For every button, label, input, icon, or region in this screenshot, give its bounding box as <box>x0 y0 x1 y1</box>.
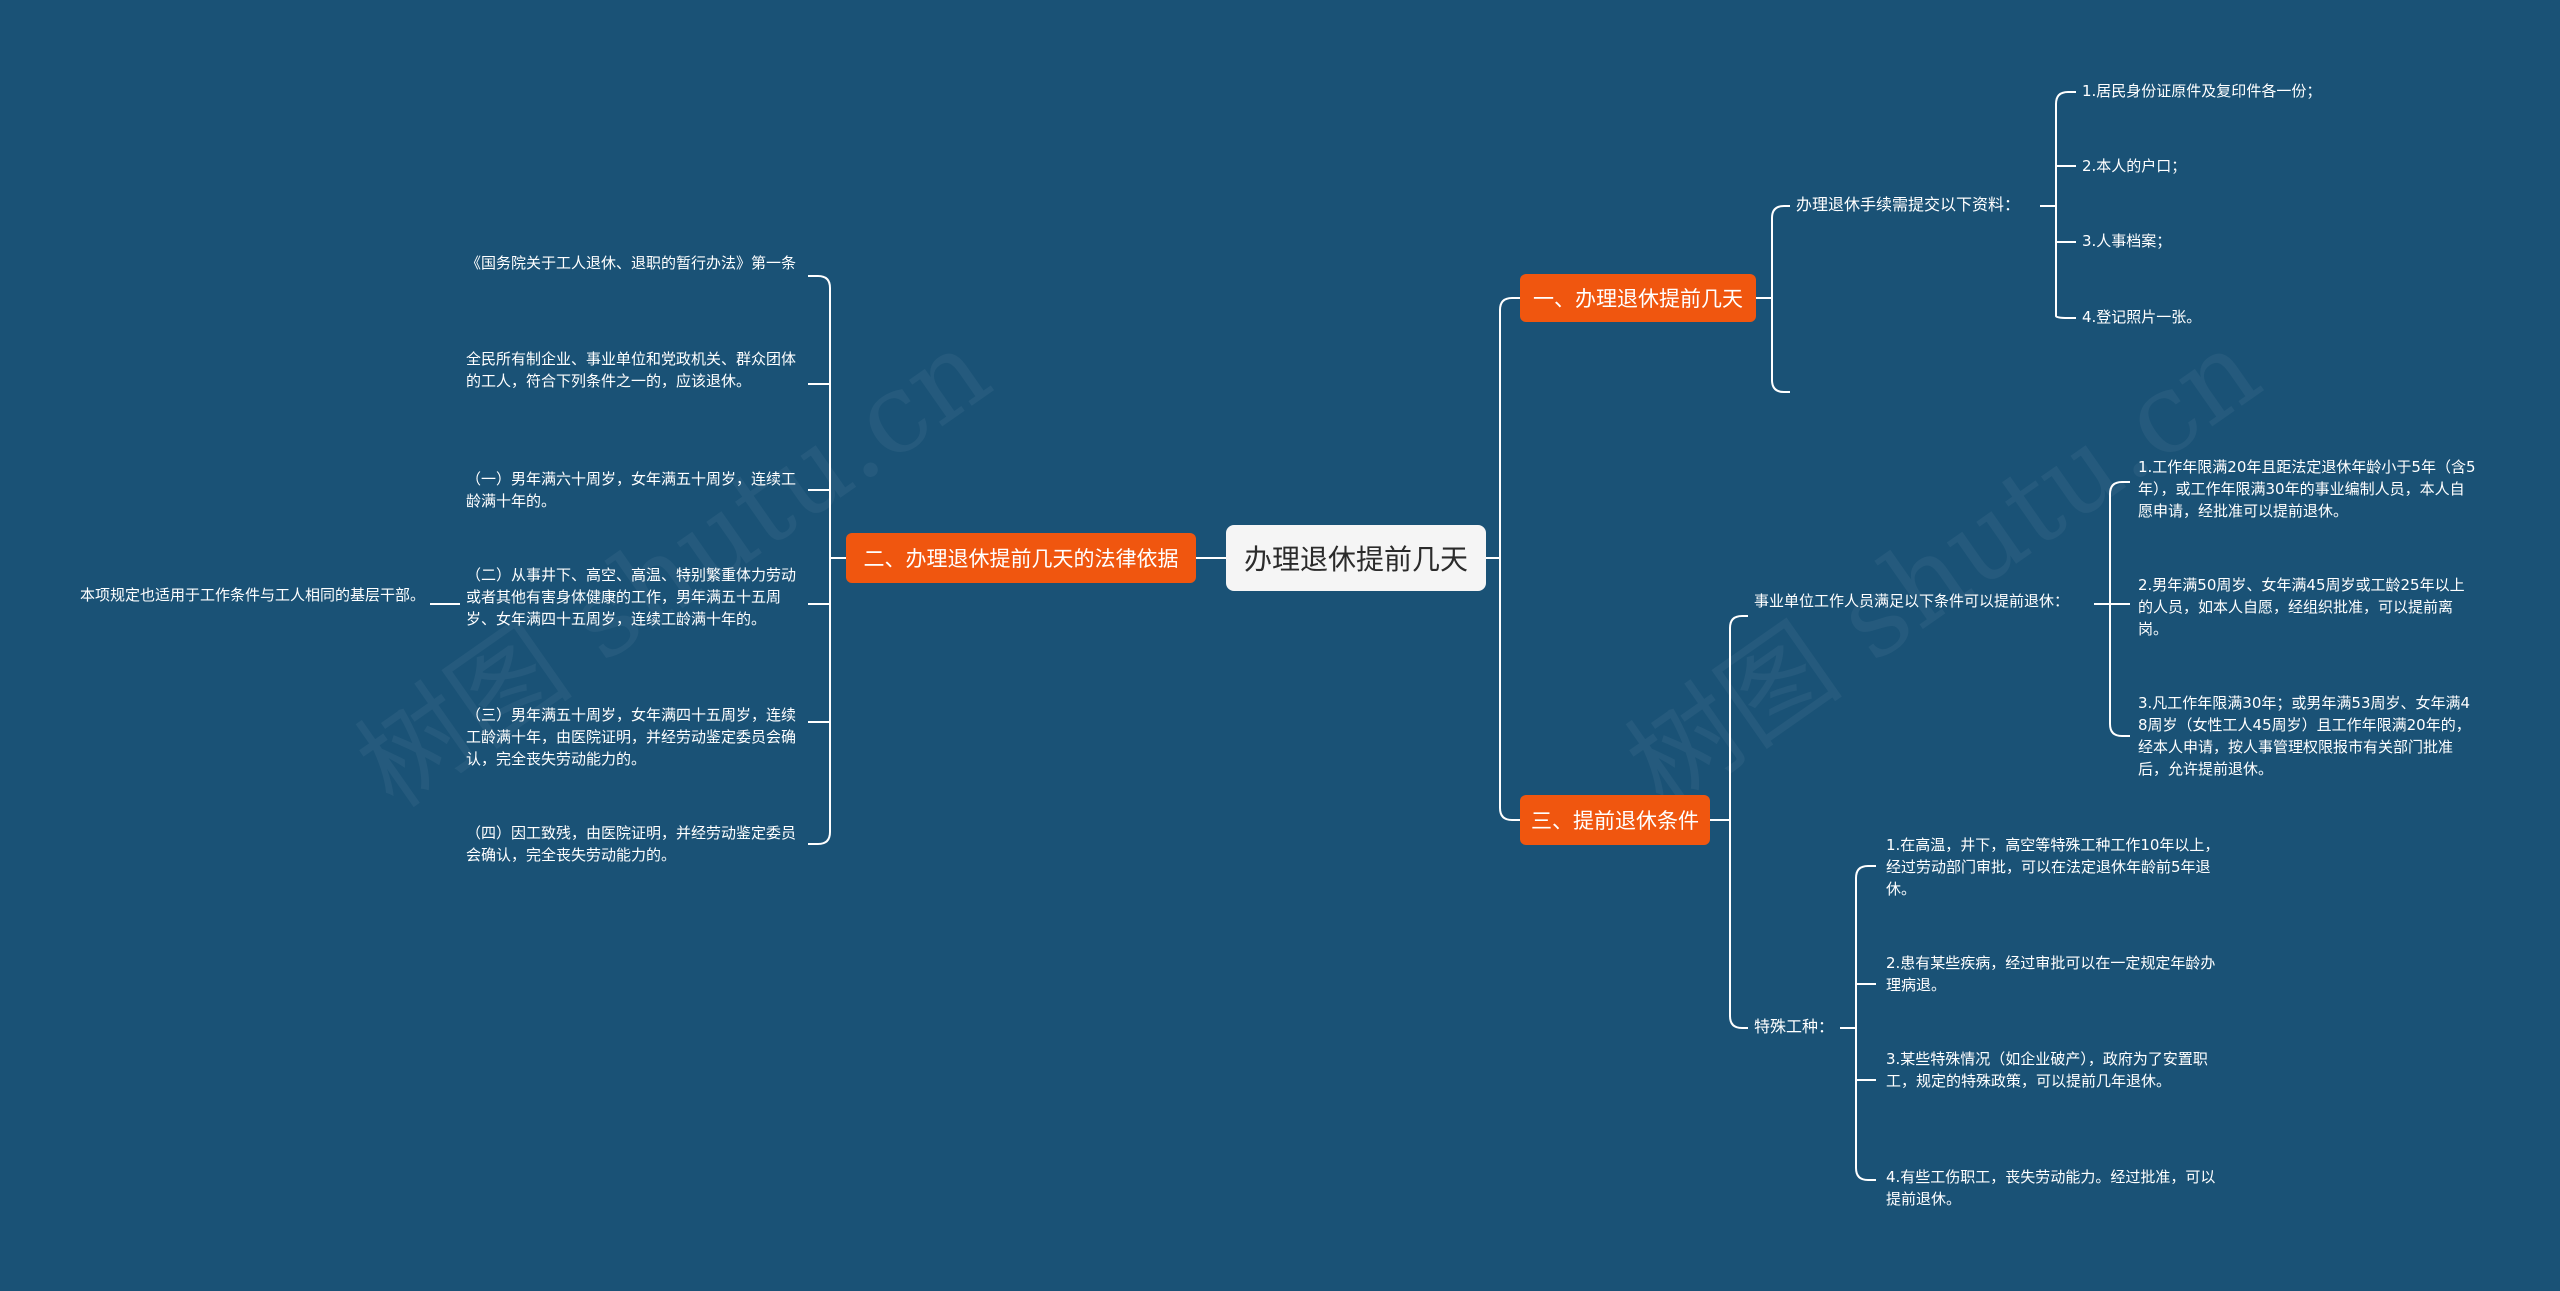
leaf-legal-3[interactable]: （一）男年满六十周岁，女年满五十周岁，连续工龄满十年的。 <box>466 470 797 510</box>
link-b1-items <box>2040 91 2076 319</box>
root-node[interactable]: 办理退休提前几天 <box>1226 525 1486 591</box>
leaf-legal-6[interactable]: （四）因工致残，由医院证明，并经劳动鉴定委员会确认，完全丧失劳动能力的。 <box>466 824 797 864</box>
leaf-material-2[interactable]: 2.本人的户口； <box>2082 157 2187 175</box>
link-root-right <box>1486 297 1520 821</box>
branch-node-early-conditions[interactable]: 三、提前退休条件 <box>1520 795 1710 845</box>
link-b3-subs <box>1710 615 1748 1029</box>
leaf-legal-1[interactable]: 《国务院关于工人退休、退职的暂行办法》第一条 <box>466 254 797 272</box>
leaf-special-1[interactable]: 1.在高温，井下，高空等特殊工种工作10年以上，经过劳动部门审批，可以在法定退休… <box>1886 836 2220 898</box>
branch-node-materials[interactable]: 一、办理退休提前几天 <box>1520 274 1756 322</box>
leaf-legal-2[interactable]: 全民所有制企业、事业单位和党政机关、群众团体的工人，符合下列条件之一的，应该退休… <box>466 350 797 390</box>
leaf-legal-note[interactable]: 本项规定也适用于工作条件与工人相同的基层干部。 <box>80 586 426 604</box>
leaf-material-3[interactable]: 3.人事档案； <box>2082 232 2172 250</box>
leaf-legal-5[interactable]: （三）男年满五十周岁，女年满四十五周岁，连续工龄满十年，由医院证明，并经劳动鉴定… <box>466 706 797 768</box>
link-b2-items <box>808 275 846 845</box>
leaf-legal-4[interactable]: （二）从事井下、高空、高温、特别繁重体力劳动或者其他有害身体健康的工作，男年满五… <box>466 566 797 628</box>
leaf-special-4[interactable]: 4.有些工伤职工，丧失劳动能力。经过批准，可以提前退休。 <box>1886 1168 2216 1208</box>
leaf-special-3[interactable]: 3.某些特殊情况（如企业破产），政府为了安置职工，规定的特殊政策，可以提前几年退… <box>1886 1050 2208 1090</box>
leaf-institution-1[interactable]: 1.工作年限满20年且距法定退休年龄小于5年（含5年），或工作年限满30年的事业… <box>2138 458 2476 520</box>
sub-node-special-jobs[interactable]: 特殊工种： <box>1754 1017 1835 1036</box>
leaf-material-1[interactable]: 1.居民身份证原件及复印件各一份； <box>2082 82 2322 100</box>
branch-node-legal-basis[interactable]: 二、办理退休提前几天的法律依据 <box>846 533 1196 583</box>
sub-node-materials[interactable]: 办理退休手续需提交以下资料： <box>1796 195 2021 214</box>
link-b3-sub2-items <box>1840 865 1876 1181</box>
leaf-material-4[interactable]: 4.登记照片一张。 <box>2082 308 2202 326</box>
leaf-institution-3[interactable]: 3.凡工作年限满30年；或男年满53周岁、女年满48周岁（女性工人45周岁）且工… <box>2138 694 2471 778</box>
link-b1-sub <box>1756 205 1790 393</box>
sub-node-institution-staff[interactable]: 事业单位工作人员满足以下条件可以提前退休： <box>1754 592 2070 610</box>
leaf-special-2[interactable]: 2.患有某些疾病，经过审批可以在一定规定年龄办理病退。 <box>1886 954 2216 994</box>
link-b3-sub1-items <box>2094 481 2130 737</box>
leaf-institution-2[interactable]: 2.男年满50周岁、女年满45周岁或工龄25年以上的人员，如本人自愿，经组织批准… <box>2138 576 2465 638</box>
